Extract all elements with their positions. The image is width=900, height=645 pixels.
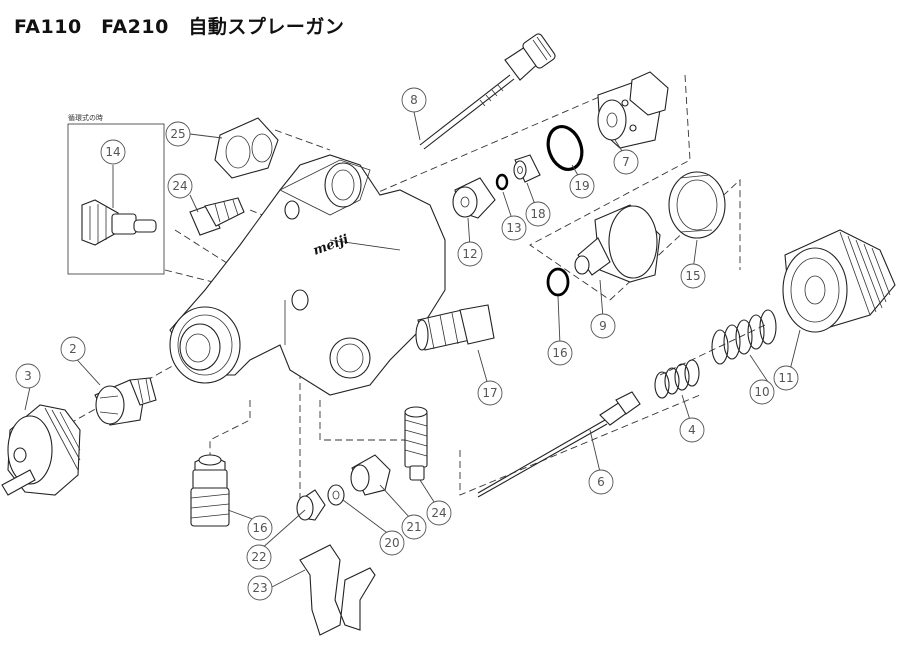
- callouts: 14 25 24 8 2 3 7 19 18 13 12 15 9 16 10 …: [15, 87, 799, 601]
- svg-text:6: 6: [597, 475, 605, 489]
- callout-2: 2: [60, 336, 86, 362]
- part-11-knurled-cap: [782, 229, 896, 333]
- callout-6: 6: [588, 469, 614, 495]
- part-17-fitting: [415, 304, 495, 351]
- callout-25: 25: [165, 121, 191, 147]
- callout-3: 3: [15, 363, 41, 389]
- part-23-clip: [299, 544, 376, 636]
- svg-text:14: 14: [105, 145, 120, 159]
- callout-10: 10: [749, 379, 775, 405]
- svg-text:8: 8: [410, 93, 418, 107]
- part-25-collar: [214, 117, 279, 179]
- part-19-o-ring: [546, 125, 584, 171]
- svg-text:22: 22: [251, 550, 266, 564]
- svg-text:11: 11: [778, 371, 793, 385]
- part-4-spring: [654, 359, 700, 399]
- svg-text:10: 10: [754, 385, 769, 399]
- part-12-packing-nut: [452, 177, 496, 219]
- callout-19: 19: [569, 173, 595, 199]
- callout-14: 15: [680, 263, 706, 289]
- part-16-inset-fitting: [81, 199, 157, 246]
- callout-22: 22: [246, 544, 272, 570]
- callout-24-lower: 24: [426, 500, 452, 526]
- part-2-nozzle: [94, 377, 157, 426]
- gun-body: meiji: [169, 154, 446, 396]
- callout-12: 12: [457, 241, 483, 267]
- svg-text:7: 7: [622, 155, 630, 169]
- part-8-needle: [419, 33, 556, 150]
- svg-text:16: 16: [252, 521, 267, 535]
- part-14-seal-ring: [668, 171, 726, 239]
- callout-8: 8: [401, 87, 427, 113]
- svg-text:18: 18: [530, 207, 545, 221]
- callout-16: 16: [247, 515, 273, 541]
- callout-13: 13: [501, 215, 527, 241]
- inset-caption: 循環式の時: [68, 113, 103, 122]
- part-24-set-screw: [189, 197, 245, 236]
- part-3-air-cap: [1, 404, 81, 496]
- callout-15: 16: [547, 340, 573, 366]
- svg-text:21: 21: [406, 520, 421, 534]
- svg-text:23: 23: [252, 581, 267, 595]
- callout-4: 4: [679, 417, 705, 443]
- part-18-bushing: [513, 154, 541, 183]
- svg-text:16: 16: [552, 346, 567, 360]
- part-15-o-ring: [546, 267, 570, 297]
- callout-9: 9: [590, 313, 616, 339]
- callout-18: 18: [525, 201, 551, 227]
- callout-23: 23: [247, 575, 273, 601]
- part-20-ring: [327, 484, 345, 506]
- callout-7: 7: [613, 149, 639, 175]
- svg-text:25: 25: [170, 127, 185, 141]
- callout-24: 24: [167, 173, 193, 199]
- svg-text:12: 12: [462, 247, 477, 261]
- part-13-small-o-ring: [495, 173, 509, 191]
- part-22-cap-nut: [296, 489, 326, 521]
- svg-text:4: 4: [688, 423, 696, 437]
- svg-text:13: 13: [506, 221, 521, 235]
- svg-text:24: 24: [172, 179, 187, 193]
- part-10-spring: [711, 309, 777, 365]
- svg-text:3: 3: [24, 369, 32, 383]
- svg-text:9: 9: [599, 319, 607, 333]
- svg-text:19: 19: [574, 179, 589, 193]
- callout-17: 17: [477, 380, 503, 406]
- callout-11: 11: [773, 365, 799, 391]
- part-24-set-screw-lower: [404, 406, 428, 481]
- part-9-piston: [574, 204, 661, 283]
- svg-text:15: 15: [685, 269, 700, 283]
- callout-20: 20: [379, 530, 405, 556]
- part-6-needle: [477, 391, 641, 498]
- callout-16-inset: 14: [100, 139, 126, 165]
- svg-text:17: 17: [482, 386, 497, 400]
- svg-text:20: 20: [384, 536, 399, 550]
- svg-text:24: 24: [431, 506, 446, 520]
- part-16-fitting: [190, 454, 230, 527]
- callout-21: 21: [401, 514, 427, 540]
- svg-text:2: 2: [69, 342, 77, 356]
- page-title: FA110 FA210 自動スプレーガン: [14, 16, 345, 38]
- part-7-cap: [597, 71, 669, 149]
- inset-circulation-box: 循環式の時: [67, 113, 165, 275]
